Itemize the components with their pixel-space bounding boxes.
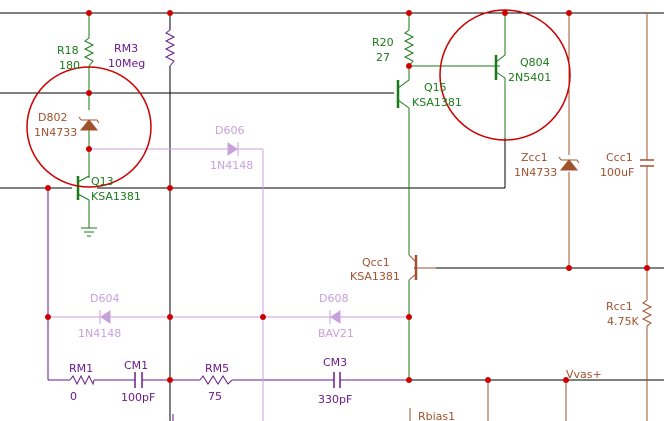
r18-ref: R18 bbox=[57, 44, 79, 57]
q13-value: KSA1381 bbox=[91, 190, 141, 203]
d802-value: 1N4733 bbox=[34, 126, 77, 139]
junction-dots bbox=[45, 10, 650, 383]
rbias1-ref: Rbias1 bbox=[418, 410, 455, 421]
black-wires bbox=[0, 12, 664, 421]
d802-ref: D802 bbox=[38, 111, 67, 124]
q804-value: 2N5401 bbox=[508, 71, 551, 84]
qcc1-ref: Qcc1 bbox=[362, 256, 390, 269]
cm3-value: 330pF bbox=[318, 393, 352, 406]
net-label-vvas: Vvas+ bbox=[566, 368, 602, 381]
qcc1-value: KSA1381 bbox=[350, 270, 400, 283]
q15-value: KSA1381 bbox=[412, 96, 462, 109]
q13-ref: Q13 bbox=[91, 175, 114, 188]
ccc1-ref: Ccc1 bbox=[606, 151, 633, 164]
d606-value: 1N4148 bbox=[210, 159, 253, 172]
r18-value: 180 bbox=[59, 59, 80, 72]
rm5-value: 75 bbox=[208, 390, 222, 403]
zcc1-value: 1N4733 bbox=[514, 166, 557, 179]
rcc1-ref: Rcc1 bbox=[606, 300, 633, 313]
highlight-circle-d802 bbox=[26, 66, 152, 188]
d608-value: BAV21 bbox=[318, 327, 354, 340]
r20-value: 27 bbox=[376, 51, 390, 64]
highlight-circle-q804 bbox=[439, 9, 571, 141]
green-wires bbox=[76, 13, 506, 380]
rcc1-value: 4.75K bbox=[607, 315, 639, 328]
cm3-ref: CM3 bbox=[323, 356, 347, 369]
q15-ref: Q15 bbox=[424, 81, 447, 94]
rm1-ref: RM1 bbox=[69, 362, 93, 375]
rm3-value: 10Meg bbox=[108, 57, 145, 70]
d604-value: 1N4148 bbox=[78, 327, 121, 340]
purple-wires bbox=[47, 29, 410, 421]
d606-ref: D606 bbox=[215, 124, 244, 137]
r20-ref: R20 bbox=[372, 36, 394, 49]
rm5-ref: RM5 bbox=[205, 362, 229, 375]
brown-wires bbox=[78, 13, 654, 421]
q804-ref: Q804 bbox=[520, 56, 550, 69]
cm1-value: 100pF bbox=[121, 391, 155, 404]
zcc1-ref: Zcc1 bbox=[521, 151, 548, 164]
d604-ref: D604 bbox=[90, 292, 119, 305]
rm1-value: 0 bbox=[70, 390, 77, 403]
ccc1-value: 100uF bbox=[600, 166, 634, 179]
light-purple-wires bbox=[48, 142, 409, 421]
d608-ref: D608 bbox=[319, 292, 348, 305]
rm3-ref: RM3 bbox=[114, 42, 138, 55]
cm1-ref: CM1 bbox=[124, 359, 148, 372]
